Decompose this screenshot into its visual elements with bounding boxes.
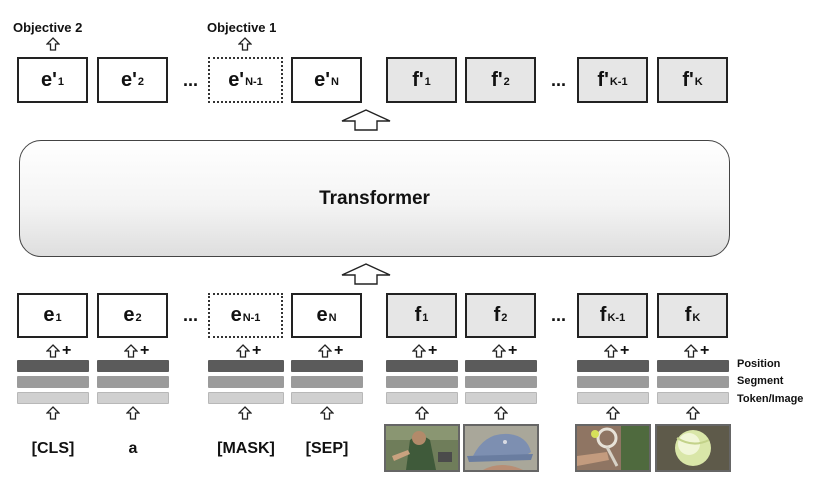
position-embedding-bar (291, 360, 363, 372)
output-ellipsis-f: ... (551, 70, 567, 90)
transformer-label: Transformer (319, 187, 430, 209)
transformer-block: Transformer (19, 140, 730, 257)
output-ellipsis-e: ... (183, 70, 199, 90)
output-fk: f'K (657, 57, 728, 103)
objective-1-arrow (238, 37, 252, 51)
token-cls: [CLS] (31, 440, 75, 457)
plus-icon: + (62, 342, 72, 359)
plus-icon: + (508, 342, 518, 359)
image-embedding-bar (465, 392, 537, 404)
segment-embedding-bar (386, 376, 458, 388)
output-en: e'N (291, 57, 362, 103)
position-embedding-bar (17, 360, 89, 372)
input-transformer-arrow (341, 263, 391, 285)
image-embedding-bar (386, 392, 458, 404)
sum-arrow-icon (318, 344, 332, 358)
position-embedding-bar (97, 360, 169, 372)
objective-1-label: Objective 1 (207, 20, 277, 35)
image-input-arrow (606, 406, 620, 420)
token-input-arrow (126, 406, 140, 420)
segment-embedding-bar (208, 376, 284, 388)
sum-arrow-icon (124, 344, 138, 358)
transformer-output-arrow (341, 109, 391, 131)
token-mask: [MASK] (217, 440, 275, 457)
objective-2-label: Objective 2 (13, 20, 83, 35)
output-f-k-minus-1: f'K-1 (577, 57, 648, 103)
image-patch-2 (463, 424, 539, 472)
sum-arrow-icon (412, 344, 426, 358)
token-input-arrow (320, 406, 334, 420)
image-input-arrow (415, 406, 429, 420)
sum-arrow-icon (684, 344, 698, 358)
segment-embedding-bar (291, 376, 363, 388)
image-patch-k-minus-1 (575, 424, 651, 472)
position-embedding-bar (208, 360, 284, 372)
input-ellipsis-f: ... (551, 305, 567, 325)
output-e-n-minus-1: e'N-1 (208, 57, 283, 103)
image-embedding-bar (577, 392, 649, 404)
legend-position: Position (737, 358, 781, 370)
output-e1: e'1 (17, 57, 88, 103)
token-embedding-bar (208, 392, 284, 404)
plus-icon: + (140, 342, 150, 359)
segment-embedding-bar (97, 376, 169, 388)
position-embedding-bar (577, 360, 649, 372)
plus-icon: + (620, 342, 630, 359)
image-embedding-bar (657, 392, 729, 404)
segment-embedding-bar (17, 376, 89, 388)
plus-icon: + (334, 342, 344, 359)
token-embedding-bar (291, 392, 363, 404)
segment-embedding-bar (465, 376, 537, 388)
segment-embedding-bar (577, 376, 649, 388)
objective-2-arrow (46, 37, 60, 51)
plus-icon: + (700, 342, 710, 359)
legend-token-image: Token/Image (737, 393, 804, 405)
token-a: a (128, 440, 138, 457)
output-f1: f'1 (386, 57, 457, 103)
token-input-arrow (46, 406, 60, 420)
output-e2: e'2 (97, 57, 168, 103)
image-patch-k (655, 424, 731, 472)
position-embedding-bar (386, 360, 458, 372)
position-embedding-bar (657, 360, 729, 372)
token-embedding-bar (17, 392, 89, 404)
token-sep: [SEP] (305, 440, 349, 457)
image-patch-1 (384, 424, 460, 472)
position-embedding-bar (465, 360, 537, 372)
sum-arrow-icon (236, 344, 250, 358)
token-embedding-bar (97, 392, 169, 404)
legend-segment: Segment (737, 375, 784, 387)
plus-icon: + (252, 342, 262, 359)
token-input-arrow (238, 406, 252, 420)
image-input-arrow (494, 406, 508, 420)
sum-arrow-icon (46, 344, 60, 358)
sum-arrow-icon (492, 344, 506, 358)
output-f2: f'2 (465, 57, 536, 103)
sum-arrow-icon (604, 344, 618, 358)
plus-icon: + (428, 342, 438, 359)
segment-embedding-bar (657, 376, 729, 388)
image-input-arrow (686, 406, 700, 420)
input-ellipsis-e: ... (183, 305, 199, 325)
